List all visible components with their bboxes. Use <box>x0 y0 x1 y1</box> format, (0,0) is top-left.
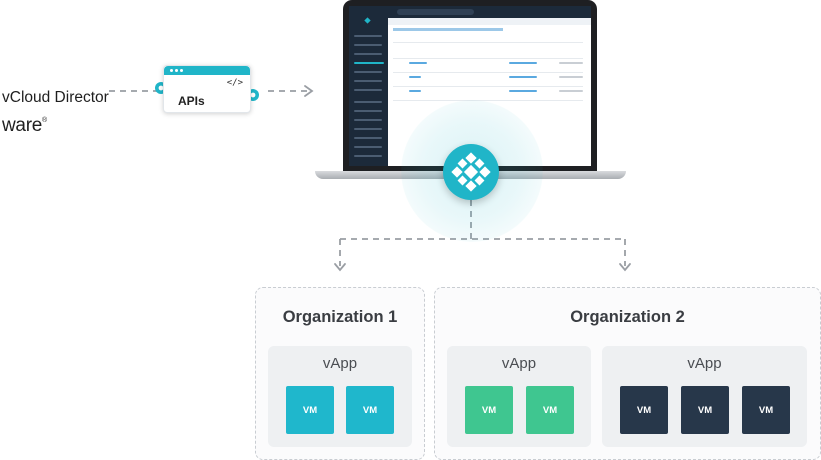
screen-breadcrumb <box>393 28 503 31</box>
organization-2: Organization 2 vApp VM VM vApp VM VM VM <box>434 287 821 460</box>
vapp-title: vApp <box>322 355 358 372</box>
vmware-logo: vm ware® <box>2 67 50 137</box>
organization-1: Organization 1 vApp VM VM <box>255 287 425 460</box>
vm-tile: VM <box>681 386 729 434</box>
hub-logo <box>443 144 499 200</box>
vm-tile: VM <box>742 386 790 434</box>
org-title: Organization 2 <box>570 308 685 326</box>
vapp-container: vApp VM VM <box>447 346 591 447</box>
api-card: </> APIs <box>163 65 251 113</box>
product-name: vCloud Director <box>2 89 109 106</box>
laptop-screen <box>349 6 591 166</box>
hub-logo-icon <box>451 152 491 192</box>
vapp-container: vApp VM VM VM <box>602 346 807 447</box>
org-title: Organization 1 <box>282 308 398 326</box>
vm-tile: VM <box>526 386 574 434</box>
arrowhead-org2 <box>619 263 631 272</box>
screen-tabs <box>388 18 591 25</box>
api-label: APIs <box>178 94 205 108</box>
vm-tile: VM <box>346 386 394 434</box>
window-dots-icon <box>170 69 183 72</box>
vm-tile: VM <box>286 386 334 434</box>
vm-tile: VM <box>465 386 513 434</box>
screen-search <box>397 9 474 15</box>
brand-vm: vm <box>12 80 40 101</box>
arrowhead-org1 <box>334 263 346 272</box>
arrowhead-laptop <box>304 85 314 97</box>
screen-logo-icon <box>364 17 371 24</box>
vapp-title: vApp <box>687 355 722 372</box>
brand-ware: ware <box>2 115 42 136</box>
vm-tile: VM <box>620 386 668 434</box>
brand-mark: ® <box>41 117 48 124</box>
api-card-titlebar <box>164 66 250 75</box>
screen-sidebar <box>349 6 388 166</box>
code-brackets-icon: </> <box>226 78 243 88</box>
vapp-container: vApp VM VM <box>268 346 412 447</box>
vapp-title: vApp <box>501 355 537 372</box>
